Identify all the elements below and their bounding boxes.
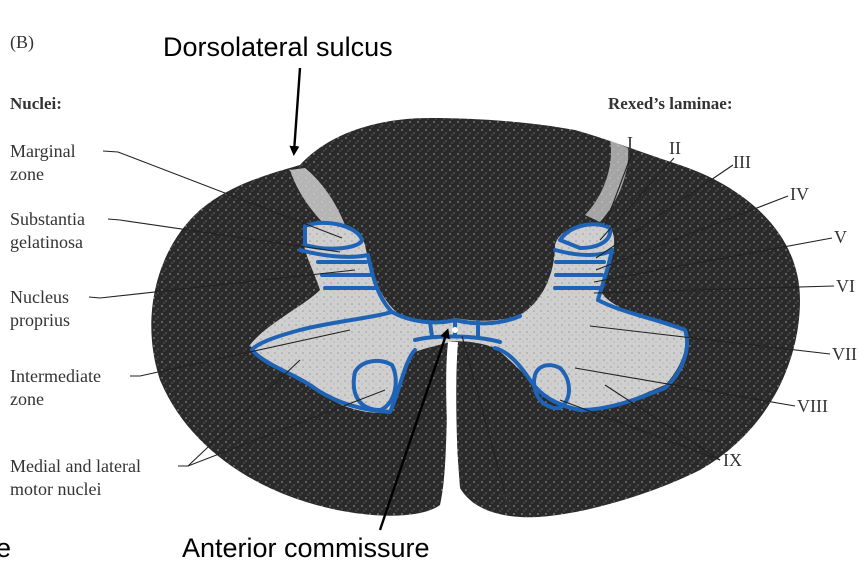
leader-marginal-zone <box>102 150 343 239</box>
white-matter <box>151 118 800 518</box>
lamina-label-iii: III <box>733 152 751 172</box>
lamina-label-v: V <box>834 227 847 247</box>
leader-lamina-v <box>593 237 833 283</box>
motor-nucleus-left <box>351 358 398 412</box>
laminae-outline-left <box>250 220 417 414</box>
leader-lamina-iii <box>595 164 734 259</box>
lamina-label-iv: IV <box>790 184 809 204</box>
panel-label: (B) <box>10 32 34 53</box>
lamina-label-i: I <box>627 133 633 153</box>
lamina-label-x: X <box>500 491 513 511</box>
leader-motor-nuclei-lateral <box>187 359 301 467</box>
svg-text:Intermediate: Intermediate <box>10 366 101 386</box>
svg-text:zone: zone <box>10 164 44 184</box>
lamina-label-vii: VII <box>832 344 857 364</box>
leader-nucleus-proprius <box>88 269 356 299</box>
lamina-label-ii: II <box>669 138 681 158</box>
anterior-commissure-callout: Anterior commissure <box>182 533 430 563</box>
leader-lamina-ii <box>599 157 675 241</box>
nucleus-label-nucleus-proprius: Nucleus proprius <box>10 287 70 330</box>
laminae-header: Rexed’s laminae: <box>608 94 733 113</box>
svg-text:Substantia: Substantia <box>10 209 85 229</box>
dorsolateral-sulcus-callout: Dorsolateral sulcus <box>163 32 393 62</box>
lamina-label-ix: IX <box>723 450 742 470</box>
anterior-commissure-arrow <box>378 328 450 531</box>
leader-lamina-ix-b <box>604 384 721 461</box>
leader-lamina-i <box>604 152 633 226</box>
dorsolateral-region-right <box>585 140 629 222</box>
svg-text:zone: zone <box>10 389 44 409</box>
leader-lamina-vii <box>589 325 831 355</box>
leader-lamina-iv <box>595 195 789 271</box>
svg-text:gelatinosa: gelatinosa <box>10 232 83 252</box>
leader-lamina-vi <box>593 285 835 294</box>
svg-text:Nucleus: Nucleus <box>10 287 69 307</box>
leader-lamina-ix-a <box>559 399 721 461</box>
nucleus-label-motor-nuclei: Medial and lateral motor nuclei <box>10 456 141 499</box>
nucleus-label-intermediate-zone: Intermediate zone <box>10 366 101 409</box>
motor-nucleus-right <box>532 363 571 411</box>
edge-text-fragment: e <box>0 533 11 563</box>
dorsolateral-region <box>290 168 345 230</box>
svg-text:Marginal: Marginal <box>10 141 76 161</box>
nucleus-label-marginal-zone: Marginal zone <box>10 141 76 184</box>
leader-lamina-viii <box>574 367 796 407</box>
nuclei-header: Nuclei: <box>10 94 62 113</box>
nucleus-label-substantia-gelatinosa: Substantia gelatinosa <box>10 209 85 252</box>
svg-text:Medial and lateral: Medial and lateral <box>10 456 141 476</box>
ventral-fissure <box>446 342 460 500</box>
leader-lamina-x <box>461 335 506 494</box>
lamina-label-viii: VIII <box>797 396 828 416</box>
svg-text:motor nuclei: motor nuclei <box>10 479 101 499</box>
central-canal <box>452 327 458 333</box>
lamina-label-vi: VI <box>836 276 855 296</box>
leader-substantia-gelatinosa <box>107 218 341 253</box>
laminae-outline-right <box>493 222 690 412</box>
svg-text:proprius: proprius <box>10 310 70 330</box>
leader-intermediate-zone <box>130 329 351 377</box>
dorsolateral-arrow <box>289 67 302 156</box>
